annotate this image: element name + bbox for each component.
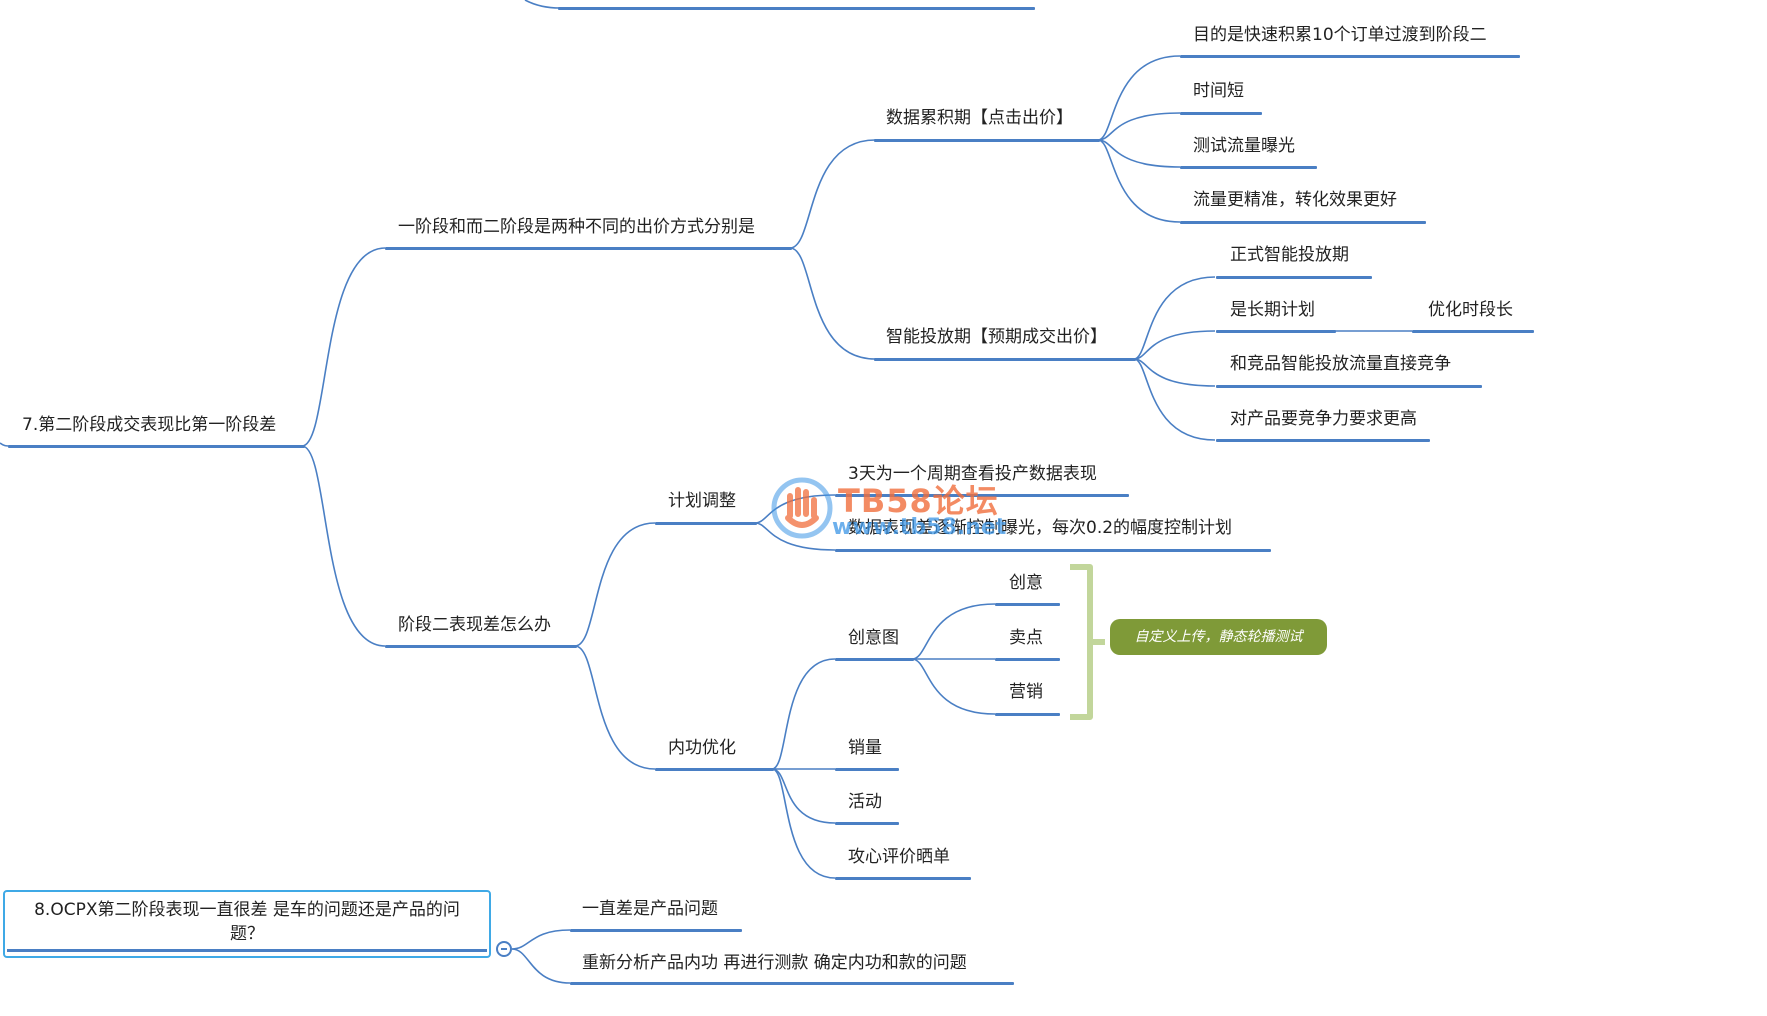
phase2-item-3[interactable]: 和竞品智能投放流量直接竞争	[1230, 354, 1451, 374]
phase1-item-2-underline	[1180, 112, 1262, 115]
creative-item-3-underline	[995, 713, 1060, 716]
topic-8-item-2[interactable]: 重新分析产品内功 再进行测款 确定内功和款的问题	[582, 953, 967, 973]
creative-item-1[interactable]: 创意	[1009, 573, 1043, 593]
phase2-sub-label[interactable]: 优化时段长	[1428, 300, 1513, 320]
phase2-item-1-underline	[1216, 276, 1372, 279]
branch-poor-performance-label[interactable]: 阶段二表现差怎么办	[398, 615, 551, 635]
topic-8-item-1[interactable]: 一直差是产品问题	[582, 899, 718, 919]
summary-callout[interactable]: 自定义上传，静态轮播测试	[1110, 619, 1327, 655]
phase1-item-4[interactable]: 流量更精准，转化效果更好	[1193, 190, 1397, 210]
inner-item-activity-underline	[835, 822, 899, 825]
branch-bid-methods-underline	[385, 247, 792, 250]
phase1-item-3-underline	[1180, 166, 1317, 169]
topic-7-label[interactable]: 7.第二阶段成交表现比第一阶段差	[22, 415, 277, 435]
watermark-url: www.tb58.net	[832, 515, 1007, 540]
phase1-item-2[interactable]: 时间短	[1193, 81, 1244, 101]
inner-optimize-label[interactable]: 内功优化	[668, 738, 736, 758]
topic-7-underline	[8, 445, 305, 448]
creative-item-3[interactable]: 营销	[1009, 682, 1043, 702]
watermark-title: TB58论坛	[838, 482, 999, 520]
phase1-underline	[874, 139, 1100, 142]
plan-adjust-underline	[655, 522, 757, 525]
collapse-toggle-icon[interactable]	[496, 941, 512, 957]
creative-item-2[interactable]: 卖点	[1009, 628, 1043, 648]
plan-item-2-underline	[835, 549, 1271, 552]
topic-8-underline	[7, 949, 487, 952]
plan-item-2[interactable]: 数据表现差逐渐控制曝光，每次0.2的幅度控制计划	[848, 518, 1233, 538]
inner-item-reviews[interactable]: 攻心评价晒单	[848, 847, 950, 867]
inner-optimize-underline	[655, 768, 774, 771]
phase2-item-4[interactable]: 对产品要竞争力要求更高	[1230, 409, 1417, 429]
branch-bid-methods-label[interactable]: 一阶段和而二阶段是两种不同的出价方式分别是	[398, 217, 755, 237]
creative-label[interactable]: 创意图	[848, 628, 899, 648]
watermark-hand-logo	[771, 477, 833, 539]
inner-item-sales-underline	[835, 768, 899, 771]
phase2-item-3-underline	[1216, 385, 1482, 388]
plan-item-1-underline	[835, 494, 1129, 497]
inner-item-sales[interactable]: 销量	[848, 738, 882, 758]
phase2-item-2[interactable]: 是长期计划	[1230, 300, 1315, 320]
plan-adjust-label[interactable]: 计划调整	[668, 491, 736, 511]
phase2-item-1[interactable]: 正式智能投放期	[1230, 245, 1349, 265]
phase1-item-3[interactable]: 测试流量曝光	[1193, 136, 1295, 156]
creative-underline	[835, 658, 914, 661]
phase1-item-1[interactable]: 目的是快速积累10个订单过渡到阶段二	[1193, 25, 1487, 45]
phase2-item-4-underline	[1216, 439, 1430, 442]
phase2-underline	[874, 358, 1136, 361]
phase2-label[interactable]: 智能投放期【预期成交出价】	[886, 327, 1107, 347]
topic-8-item-1-underline	[570, 929, 742, 932]
inner-item-reviews-underline	[835, 877, 971, 880]
phase1-item-4-underline	[1180, 221, 1426, 224]
summary-bracket	[1070, 564, 1105, 720]
inner-item-activity[interactable]: 活动	[848, 792, 882, 812]
plan-item-1[interactable]: 3天为一个周期查看投产数据表现	[848, 464, 1097, 484]
creative-item-1-underline	[995, 603, 1060, 606]
phase1-item-1-underline	[1180, 55, 1520, 58]
phase2-sub-underline	[1412, 330, 1534, 333]
topic-8-node[interactable]: 8.OCPX第二阶段表现一直很差 是车的问题还是产品的问题？	[3, 890, 491, 958]
creative-item-2-underline	[995, 658, 1060, 661]
phase1-label[interactable]: 数据累积期【点击出价】	[886, 108, 1073, 128]
partial-branch-underline	[558, 7, 1035, 10]
topic-8-label: 8.OCPX第二阶段表现一直很差 是车的问题还是产品的问题？	[34, 900, 460, 944]
branch-poor-performance-underline	[385, 645, 577, 648]
phase2-item-2-underline	[1216, 330, 1336, 333]
topic-8-item-2-underline	[570, 982, 1014, 985]
